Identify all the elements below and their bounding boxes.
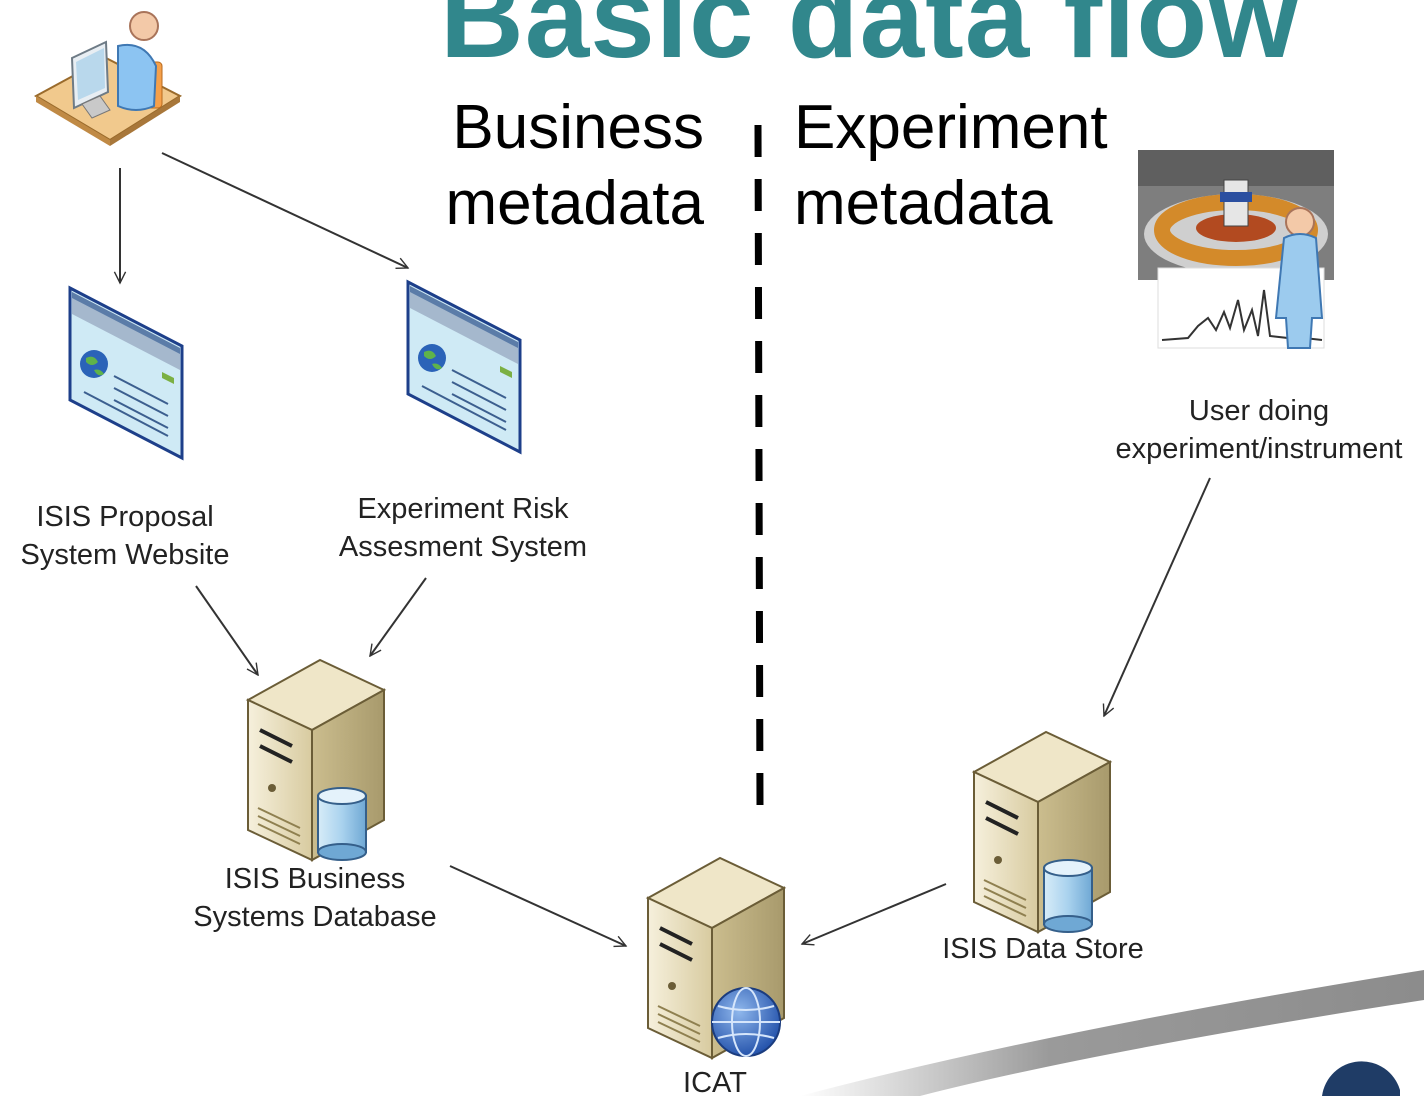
page-title: Basic data flow bbox=[440, 0, 1300, 82]
experiment-heading-line2: metadata bbox=[794, 169, 1053, 238]
arrow-risk-to-db bbox=[370, 577, 427, 656]
metadata-divider bbox=[754, 124, 764, 809]
user-experiment-label-line2: experiment/instrument bbox=[1115, 433, 1403, 465]
data-store-label: ISIS Data Store bbox=[942, 933, 1144, 965]
database-cylinder bbox=[1043, 859, 1093, 933]
database-server-icon bbox=[245, 658, 387, 862]
risk-label-line1: Experiment Risk bbox=[357, 493, 569, 525]
experiment-metadata-heading: Experiment metadata bbox=[794, 90, 1154, 242]
database-cylinder bbox=[317, 787, 367, 861]
arrow-experiment-to-store bbox=[1104, 477, 1211, 716]
risk-label-line2: Assesment System bbox=[338, 531, 588, 563]
arrow-store-to-icat bbox=[802, 883, 947, 944]
experiment-heading-line1: Experiment bbox=[794, 93, 1108, 162]
web-page-icon bbox=[406, 279, 522, 455]
web-page-icon bbox=[68, 285, 184, 461]
experiment-instrument-icon bbox=[1138, 150, 1334, 349]
proposal-label-line2: System Website bbox=[20, 539, 230, 571]
globe-icon bbox=[711, 987, 781, 1057]
user-experiment-label-line1: User doing bbox=[1188, 395, 1330, 427]
business-db-label: ISIS Business Systems Database bbox=[172, 860, 458, 936]
proposal-system-label: ISIS Proposal System Website bbox=[0, 498, 250, 574]
flow-arrows bbox=[120, 152, 1211, 946]
decorative-swoosh bbox=[800, 970, 1424, 1096]
web-server-icon bbox=[645, 856, 787, 1060]
user-experiment-label: User doing experiment/instrument bbox=[1096, 392, 1422, 468]
proposal-label-line1: ISIS Proposal bbox=[36, 501, 214, 533]
business-db-label-line2: Systems Database bbox=[193, 901, 437, 933]
arrow-proposal-to-db bbox=[195, 585, 258, 675]
arrow-db-to-icat bbox=[449, 865, 626, 946]
logo-corner bbox=[1322, 1061, 1400, 1096]
business-metadata-heading: Business metadata bbox=[436, 90, 704, 242]
business-heading-line2: metadata bbox=[445, 169, 704, 238]
business-db-label-line1: ISIS Business bbox=[224, 863, 406, 895]
risk-system-label: Experiment Risk Assesment System bbox=[318, 490, 608, 566]
arrow-user-to-risk bbox=[161, 152, 408, 268]
business-heading-line1: Business bbox=[452, 93, 704, 162]
user-at-computer-icon bbox=[33, 11, 183, 146]
icat-label: ICAT bbox=[683, 1067, 747, 1099]
database-server-icon bbox=[971, 730, 1113, 934]
